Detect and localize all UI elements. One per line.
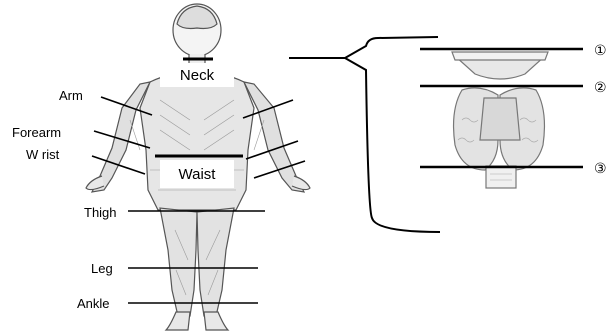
torso-shape [140, 72, 254, 210]
waist-label: Waist [179, 166, 216, 183]
thyroid-cartilage-top [452, 52, 548, 60]
marker-2: ② [594, 80, 607, 94]
left-arm-shape [92, 82, 150, 192]
trachea [486, 166, 516, 188]
left-foot-shape [166, 312, 190, 330]
curly-bracket [345, 37, 440, 232]
forearm-label: Forearm [12, 126, 61, 139]
arm-label: Arm [59, 89, 83, 102]
marker-3: ③ [594, 161, 607, 175]
neck-label-box: Neck [160, 63, 234, 87]
leg-label: Leg [91, 262, 113, 275]
right-foot-shape [204, 312, 228, 330]
left-leg-shape [160, 208, 197, 316]
right-hand-shape [292, 176, 310, 190]
thigh-label: Thigh [84, 206, 117, 219]
wrist-label: W rist [26, 148, 59, 161]
right-arm-shape [244, 82, 304, 192]
left-hand-shape [86, 176, 104, 190]
right-leg-shape [197, 208, 234, 316]
neck-label: Neck [180, 67, 214, 84]
marker-1: ① [594, 43, 607, 57]
waist-label-box: Waist [160, 160, 234, 188]
ankle-label: Ankle [77, 297, 110, 310]
thyroid-isthmus [480, 98, 520, 140]
